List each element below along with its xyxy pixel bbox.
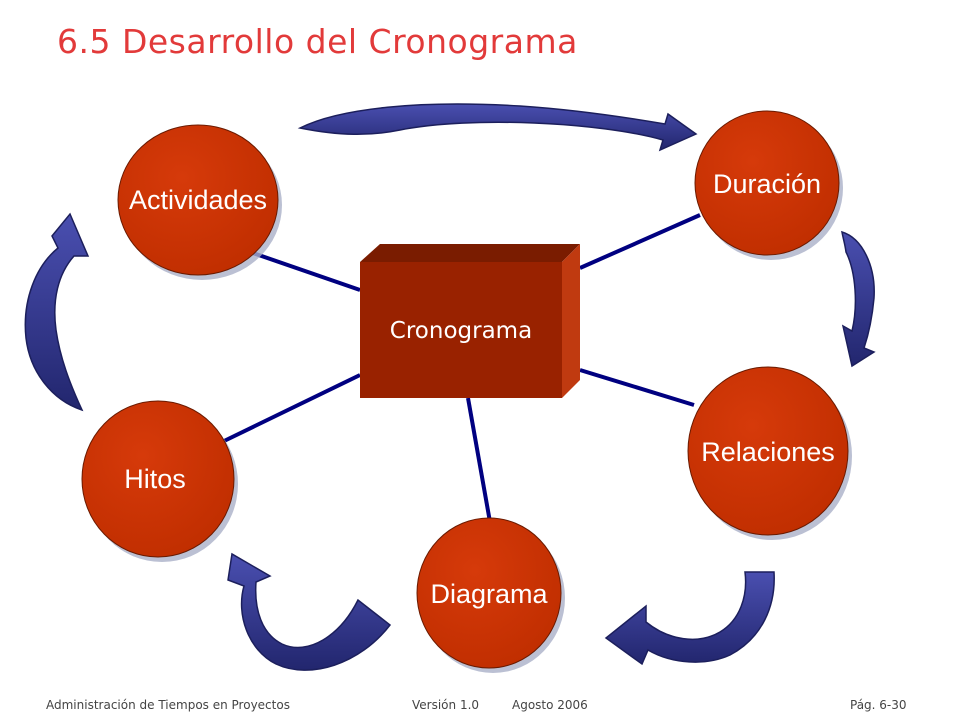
arrow-right-icon (841, 230, 876, 368)
node-label-hitos: Hitos (124, 464, 186, 494)
connector-diagrama (466, 397, 492, 523)
node-label-diagrama: Diagrama (430, 579, 548, 609)
connector-hitos (221, 373, 361, 444)
connectors (221, 213, 701, 523)
connector-duracion (579, 213, 701, 270)
node-diagrama: Diagrama (416, 517, 565, 673)
connector-actividades (249, 250, 361, 292)
node-actividades: Actividades (117, 124, 282, 280)
arrow-top-icon (297, 103, 698, 152)
node-relaciones: Relaciones (687, 366, 852, 540)
footer-course: Administración de Tiempos en Proyectos (46, 698, 290, 712)
node-label-relaciones: Relaciones (701, 437, 835, 467)
arrow-bottom-right-icon (604, 571, 775, 666)
node-label-duracion: Duración (713, 169, 821, 199)
node-duracion: Duración (694, 110, 843, 260)
footer-version: Versión 1.0 (412, 698, 480, 712)
footer-date: Agosto 2006 (512, 698, 588, 712)
slide-title: 6.5 Desarrollo del Cronograma (57, 22, 578, 61)
connector-relaciones (579, 368, 695, 407)
footer-page: Pág. 6-30 (850, 698, 907, 712)
arrow-bottom-left-icon (227, 552, 392, 671)
center-box-top (360, 244, 580, 262)
center-box-front (360, 262, 562, 398)
center-box-side (562, 244, 580, 398)
center-label: Cronograma (390, 318, 532, 344)
center-box: Cronograma (360, 244, 580, 398)
cycle-arrows (24, 103, 876, 671)
node-hitos: Hitos (81, 400, 238, 562)
node-label-actividades: Actividades (129, 185, 267, 215)
arrow-left-icon (24, 212, 90, 412)
